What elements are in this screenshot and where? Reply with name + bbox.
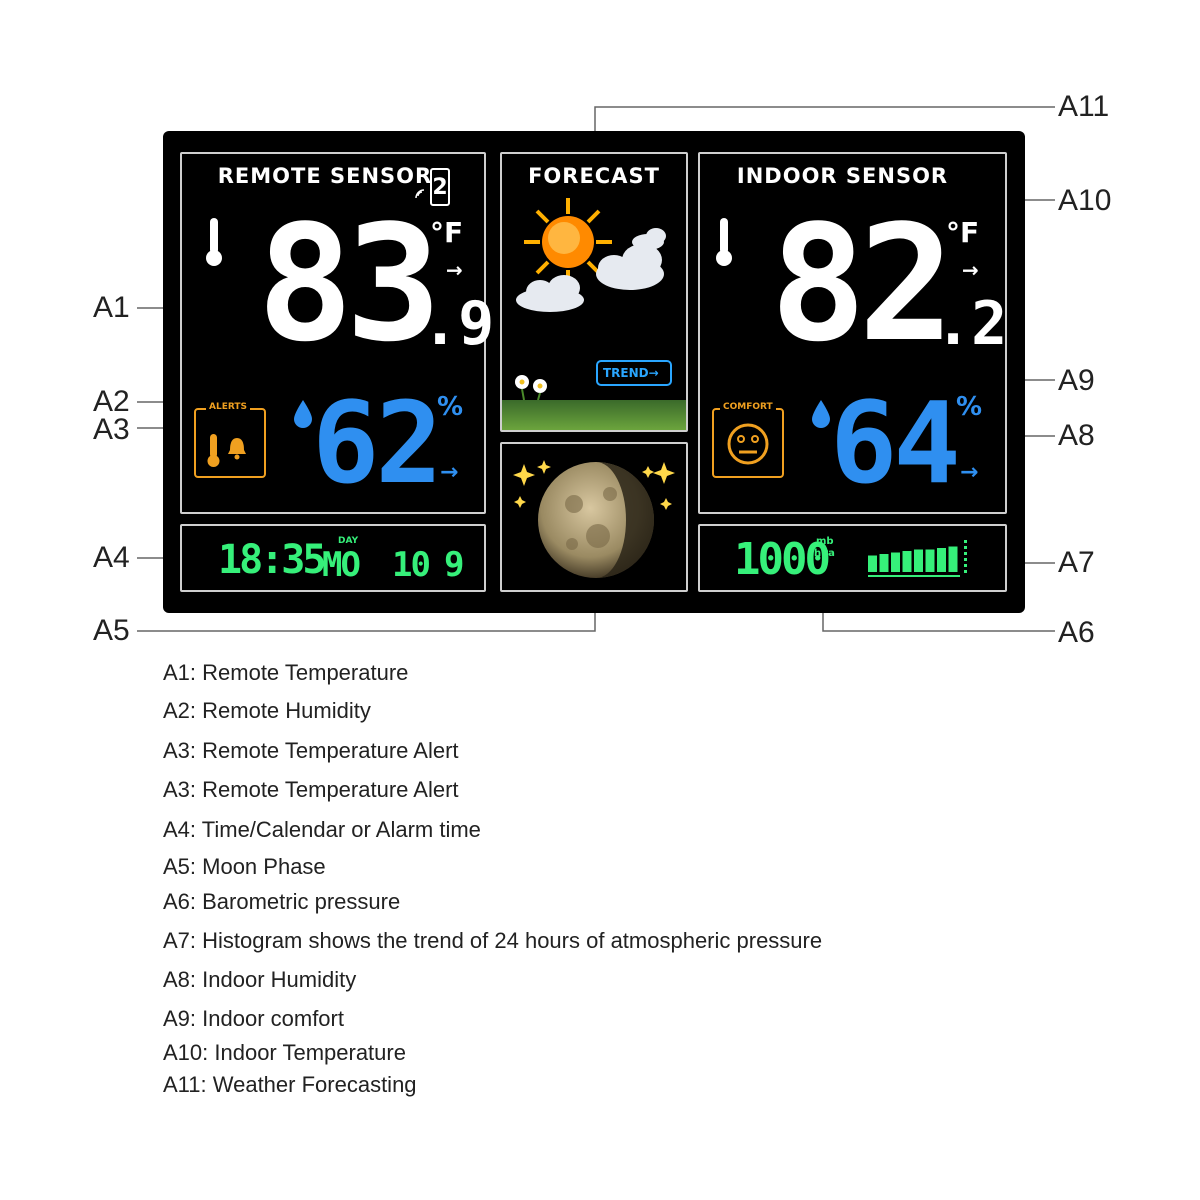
legend-item: A3: Remote Temperature Alert bbox=[163, 777, 459, 802]
comfort-label: COMFORT bbox=[720, 402, 776, 412]
alerts-label: ALERTS bbox=[206, 402, 250, 412]
moon-phase-icon bbox=[513, 460, 675, 578]
day-label: DAY bbox=[338, 536, 359, 546]
indoor-humidity-unit: % bbox=[956, 392, 983, 422]
histogram-baseline bbox=[868, 575, 960, 577]
histogram-scale-marker bbox=[964, 552, 967, 555]
pressure-unit-mb: mb bbox=[816, 536, 834, 547]
callout-a7: A7 bbox=[1058, 546, 1095, 579]
trend-label: TREND bbox=[603, 366, 649, 380]
histogram-bar bbox=[902, 551, 912, 572]
pressure-value: 1000 bbox=[734, 534, 831, 585]
clock-time: 18:35 bbox=[218, 537, 326, 583]
callout-a9: A9 bbox=[1058, 364, 1095, 397]
remote-sensor-title: REMOTE SENSOR bbox=[217, 164, 433, 188]
temperature-alert-icon bbox=[207, 434, 246, 467]
indoor-temperature-value: 82 bbox=[770, 190, 955, 377]
indoor-temperature-unit: °F bbox=[946, 216, 980, 249]
alerts-badge: ALERTS bbox=[194, 402, 266, 478]
indoor-sensor-title: INDOOR SENSOR bbox=[736, 164, 949, 188]
calendar-date: 9 bbox=[444, 545, 465, 585]
histogram-scale-marker bbox=[964, 540, 967, 543]
histogram-scale-marker bbox=[964, 570, 967, 573]
remote-humidity-value: 62 bbox=[312, 379, 443, 509]
callout-a5: A5 bbox=[93, 614, 130, 647]
day-of-week: MO bbox=[322, 545, 361, 585]
remote-sensor-panel: REMOTE SENSOR 2 83 .9 °F → ALERTS 62 % → bbox=[180, 152, 494, 514]
histogram-bar bbox=[937, 548, 946, 572]
legend-item: A1: Remote Temperature bbox=[163, 660, 409, 685]
indoor-thermometer-icon bbox=[716, 218, 732, 266]
legend-item: A11: Weather Forecasting bbox=[163, 1072, 417, 1097]
neutral-face-icon bbox=[727, 423, 769, 465]
remote-temperature-decimal: .9 bbox=[422, 289, 495, 359]
legend-item: A10: Indoor Temperature bbox=[163, 1040, 406, 1065]
comfort-badge: COMFORT bbox=[712, 402, 784, 478]
pressure-unit-hpa: hPa bbox=[814, 548, 835, 559]
histogram-scale-marker bbox=[964, 564, 967, 567]
legend-item: A7: Histogram shows the trend of 24 hour… bbox=[163, 928, 823, 953]
callout-a2: A2 bbox=[93, 385, 130, 418]
callout-a6: A6 bbox=[1058, 616, 1095, 649]
remote-humidity-trend-arrow: → bbox=[440, 460, 459, 485]
grass-illustration bbox=[502, 400, 686, 430]
weather-station-display: REMOTE SENSOR 2 83 .9 °F → ALERTS 62 % →… bbox=[163, 131, 1025, 613]
channel-indicator: 2 bbox=[430, 168, 450, 206]
histogram-bar bbox=[879, 554, 889, 572]
callout-a3: A3 bbox=[93, 413, 130, 446]
histogram-bar bbox=[925, 549, 935, 572]
histogram-bar bbox=[948, 546, 958, 572]
trend-arrow-icon: → bbox=[648, 366, 659, 380]
remote-humidity-drop-icon bbox=[294, 400, 312, 428]
indoor-humidity-drop-icon bbox=[812, 400, 830, 428]
pressure-histogram bbox=[868, 540, 967, 577]
clock-calendar-panel: 18:35 DAY MO 10 9 bbox=[180, 524, 486, 592]
histogram-scale-marker bbox=[964, 558, 967, 561]
callout-a1: A1 bbox=[93, 291, 130, 324]
remote-temperature-value: 83 bbox=[257, 190, 442, 377]
callout-a8: A8 bbox=[1058, 419, 1095, 452]
remote-temperature-unit: °F bbox=[430, 216, 464, 249]
indoor-temp-trend-arrow: → bbox=[962, 258, 979, 282]
thermometer-icon bbox=[206, 218, 222, 266]
legend-item: A4: Time/Calendar or Alarm time bbox=[163, 817, 481, 842]
daisy-flowers-icon bbox=[515, 375, 547, 400]
moon-phase-panel bbox=[500, 442, 688, 592]
callout-a11: A11 bbox=[1058, 90, 1110, 123]
callout-a4: A4 bbox=[93, 541, 130, 574]
indoor-temperature-decimal: .2 bbox=[935, 289, 1008, 359]
indoor-humidity-value: 64 bbox=[830, 379, 961, 509]
histogram-scale-marker bbox=[964, 546, 967, 549]
legend-item: A5: Moon Phase bbox=[163, 854, 326, 879]
pressure-panel: 1000 mb hPa bbox=[698, 524, 1007, 592]
signal-icon bbox=[415, 189, 425, 199]
indoor-sensor-panel: INDOOR SENSOR 82 .2 °F → COMFORT 64 % → bbox=[698, 152, 1007, 514]
legend-item: A3: Remote Temperature Alert bbox=[163, 738, 459, 763]
legend-item: A2: Remote Humidity bbox=[163, 698, 371, 723]
remote-humidity-unit: % bbox=[437, 392, 464, 422]
legend-item: A8: Indoor Humidity bbox=[163, 967, 357, 992]
forecast-panel: FORECAST TREND→ bbox=[500, 152, 688, 432]
legend-item: A9: Indoor comfort bbox=[163, 1006, 344, 1031]
trend-indicator: TREND→ bbox=[596, 360, 672, 386]
histogram-bar bbox=[868, 555, 877, 572]
calendar-month: 10 bbox=[392, 545, 431, 585]
indoor-humidity-trend-arrow: → bbox=[960, 460, 979, 485]
remote-temp-trend-arrow: → bbox=[446, 258, 463, 282]
callout-a10: A10 bbox=[1058, 184, 1112, 217]
sunny-cloudy-icon bbox=[516, 198, 666, 312]
histogram-bar bbox=[914, 549, 923, 572]
legend-item: A6: Barometric pressure bbox=[163, 889, 401, 914]
forecast-title: FORECAST bbox=[528, 164, 660, 188]
histogram-bar bbox=[891, 552, 900, 572]
